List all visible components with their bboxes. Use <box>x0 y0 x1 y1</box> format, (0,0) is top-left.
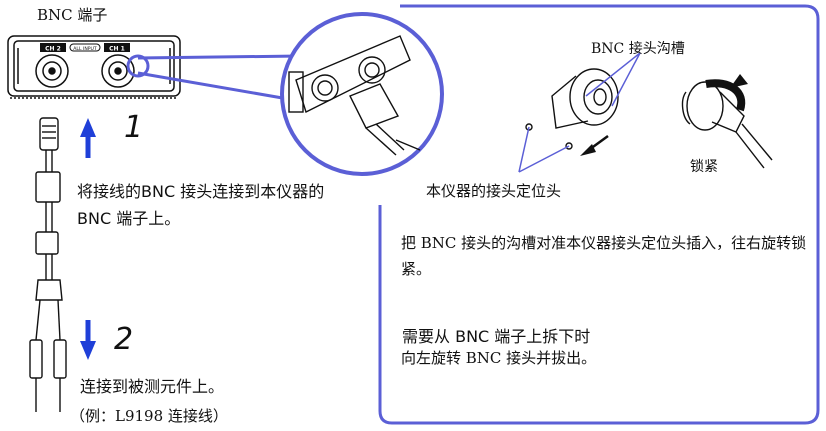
step1-text: 将接线的BNC 接头连接到本仪器的 BNC 端子上。 <box>77 182 325 228</box>
lock-illustration <box>681 81 773 169</box>
groove-pointer-lines <box>518 52 641 173</box>
locator-label: 本仪器的接头定位头 <box>426 182 562 200</box>
bnc-port-label: BNC 端子 <box>37 6 108 24</box>
insert-instruction: 把 BNC 接头的沟槽对准本仪器接头定位头插入，往右旋转锁紧。 <box>401 234 807 278</box>
lock-label: 锁紧 <box>690 159 718 175</box>
ch1-tag: CH 1 <box>109 46 125 53</box>
connector-groove-illustration <box>525 68 619 150</box>
zoom-callout-lines <box>126 54 301 102</box>
all-input-tag: ALL INPUT <box>73 46 97 52</box>
instrument-panel <box>7 35 181 99</box>
zoom-circle <box>280 12 444 176</box>
step2-number: 2 <box>114 322 134 357</box>
panel-tags: CH 2 ALL INPUT CH 1 <box>40 43 130 53</box>
ch2-tag: CH 2 <box>45 46 61 53</box>
direction-arrow <box>580 134 609 156</box>
remove-title: 需要从 BNC 端子上拆下时 <box>402 327 591 346</box>
cable-example: （例：L9198 连接线） <box>70 407 228 425</box>
step1-number: 1 <box>124 110 144 145</box>
step2-text: 连接到被测元件上。 <box>80 377 225 396</box>
connector-groove-label: BNC 接头沟槽 <box>591 41 685 57</box>
remove-description: 向左旋转 BNC 接头并拔出。 <box>401 349 597 367</box>
step-arrows <box>80 118 96 360</box>
instruction-box <box>378 4 820 425</box>
test-cable <box>29 117 67 412</box>
rotate-arrow <box>705 74 748 112</box>
